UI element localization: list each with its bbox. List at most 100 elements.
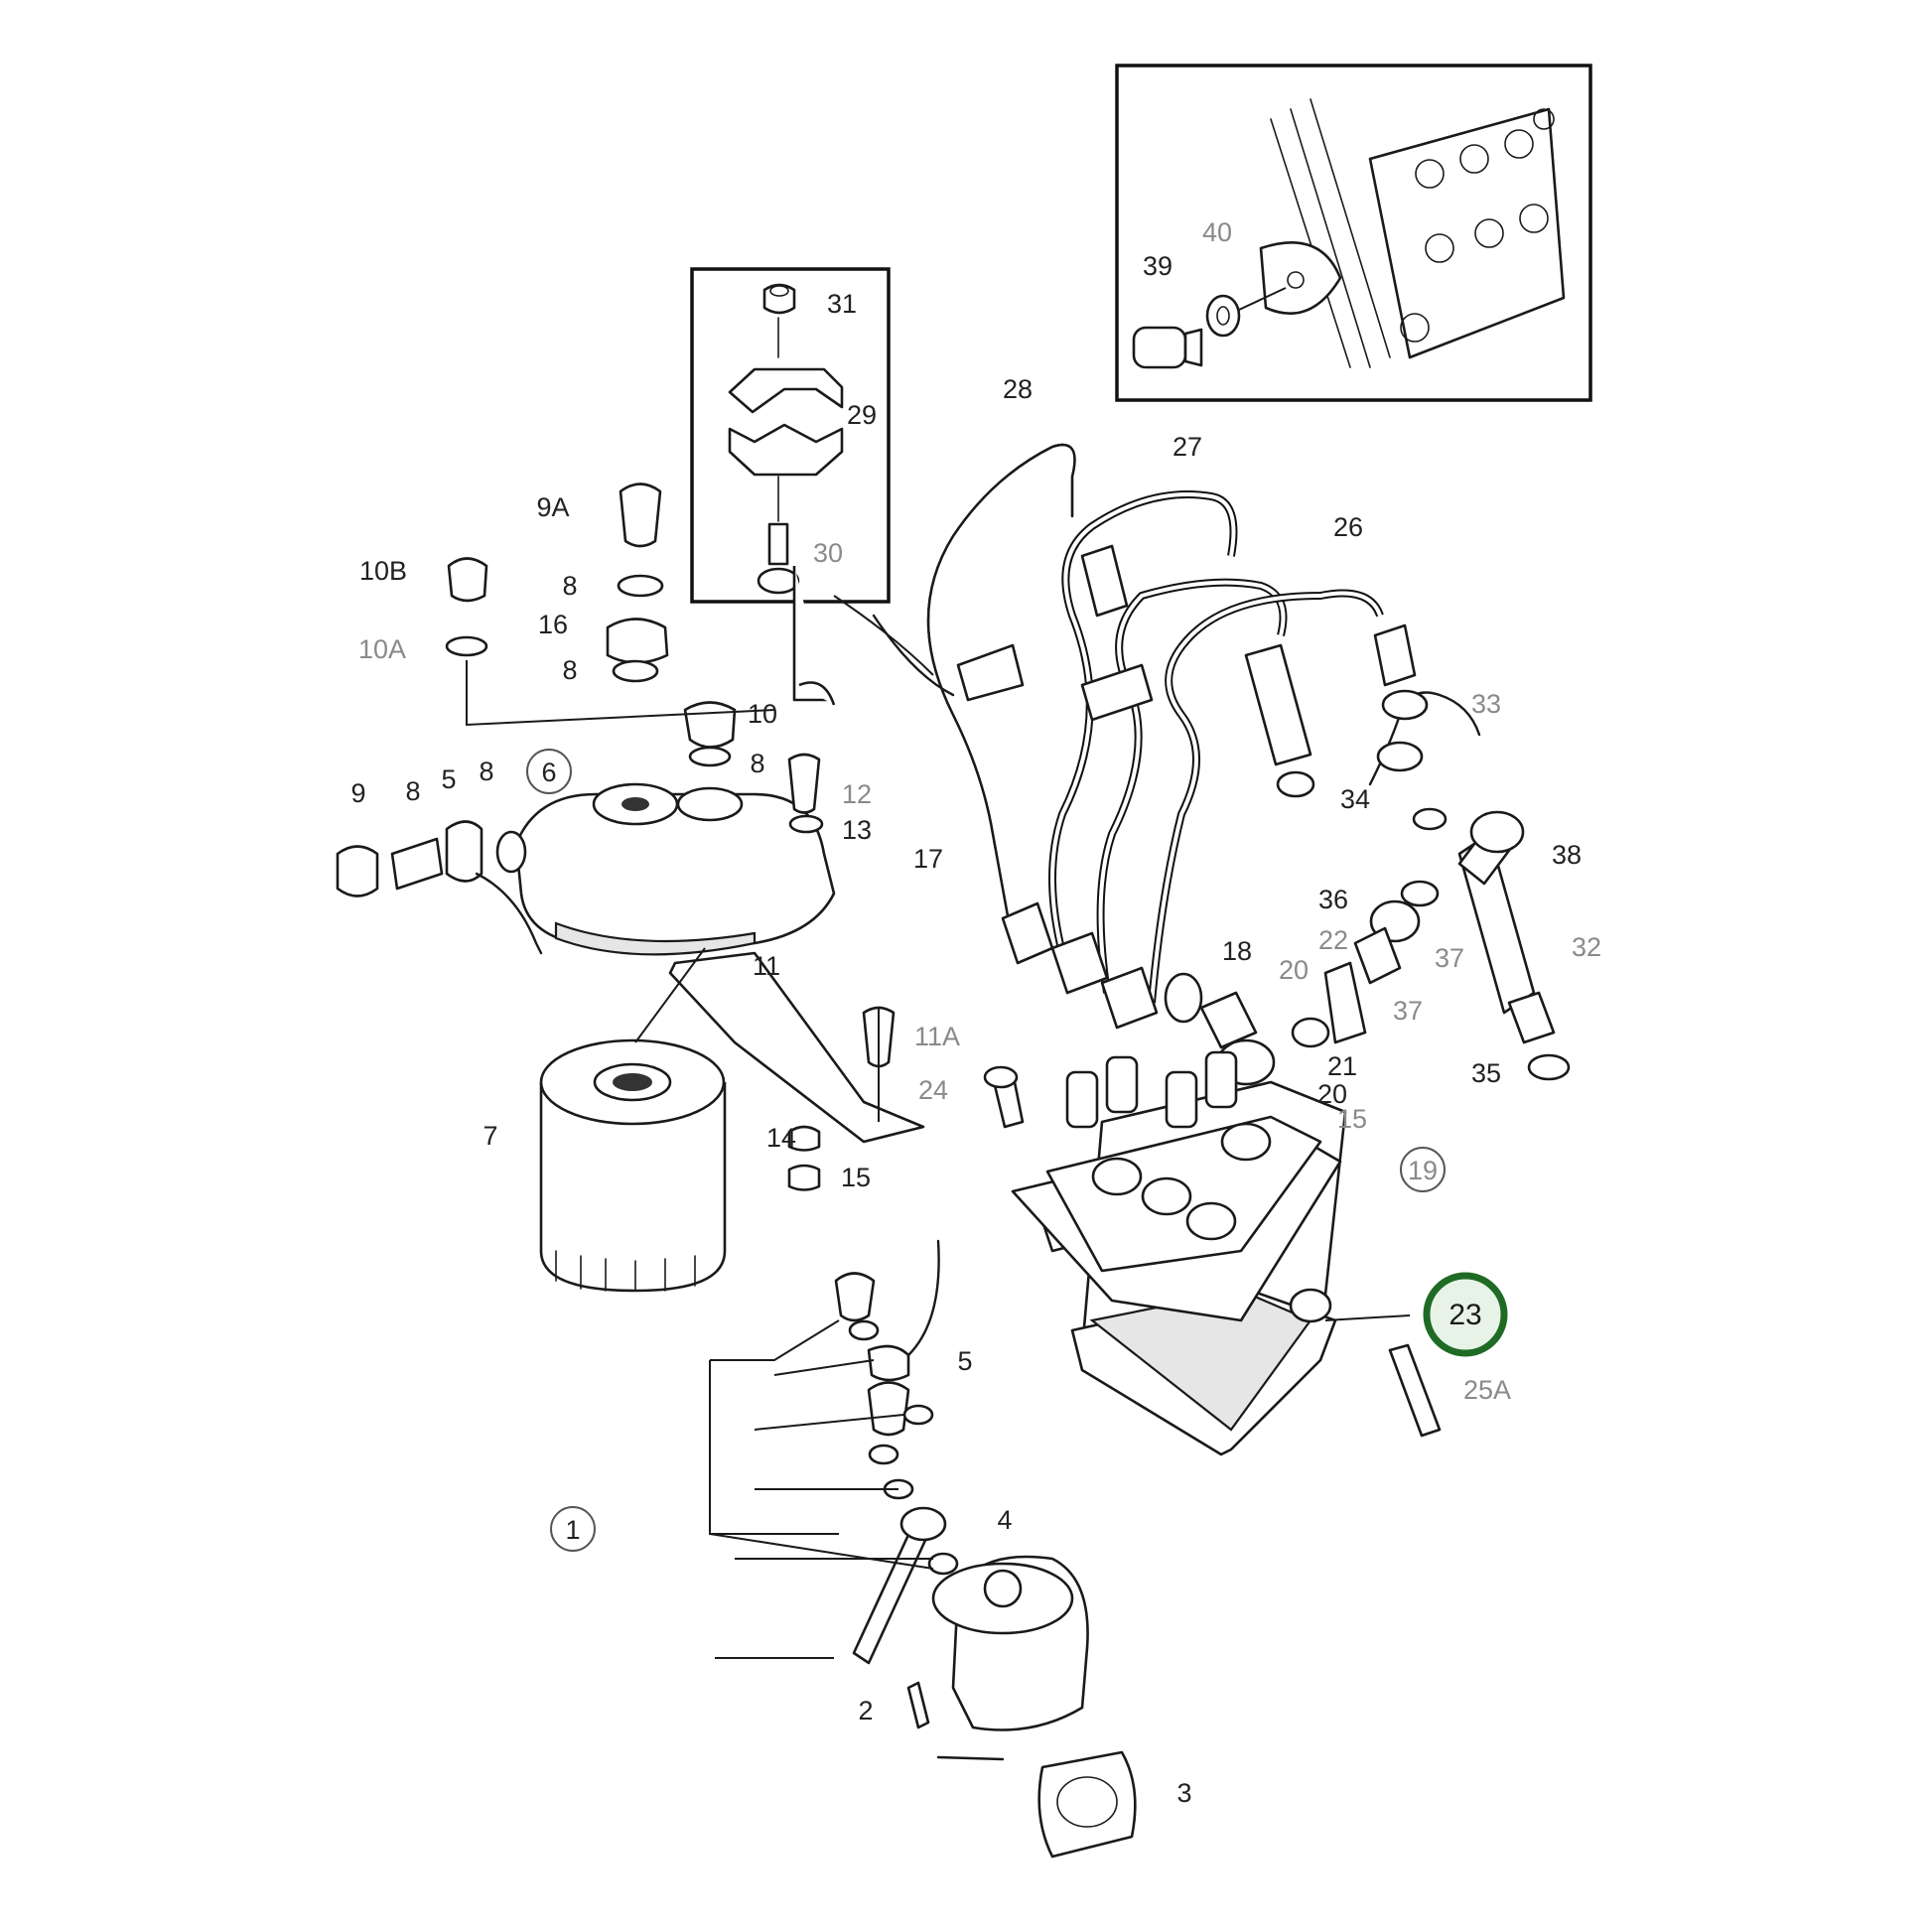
part-label-8b: 8 [562,655,577,685]
label-circle [526,749,572,794]
injectors [1080,544,1571,1081]
part-number: 37 [1393,996,1423,1026]
part-label-9A: 9A [536,492,569,522]
part-number: 4 [997,1505,1012,1535]
part-label-20b: 20 [1317,1079,1347,1109]
part-label-8d: 8 [405,776,420,806]
part-label-29: 29 [847,400,877,430]
inset-drain-plug [1115,64,1592,402]
part-number: 11 [753,951,780,981]
part-label-28: 28 [1003,374,1033,404]
part-label-31: 31 [827,289,857,319]
part-number: 8 [750,749,764,778]
part-label-10A: 10A [358,634,406,664]
part-number: 15 [841,1163,871,1192]
part-label-26: 26 [1333,512,1363,542]
part-label-24: 24 [918,1075,948,1105]
part-number: 3 [1176,1778,1191,1808]
part-label-15a: 15 [841,1163,871,1192]
part-number: 16 [538,610,568,639]
part-number: 24 [918,1075,948,1105]
part-number: 10A [358,634,406,664]
part-number: 40 [1202,217,1232,247]
part-number: 29 [847,400,877,430]
inset-pipe-clamp [690,267,891,604]
part-number: 13 [842,815,872,845]
highlight-ring [1423,1272,1508,1357]
part-number: 8 [562,655,577,685]
filter-head [336,782,836,956]
part-label-13: 13 [842,815,872,845]
part-number: 30 [813,538,843,568]
part-label-5a: 5 [957,1346,972,1376]
part-label-6: 6 [526,749,572,794]
part-number: 38 [1552,840,1582,870]
part-label-11: 11 [753,951,780,981]
bracket-11 [668,951,925,1144]
part-number: 14 [766,1123,796,1153]
stud-25A [1388,1343,1442,1438]
part-label-14: 14 [766,1123,796,1153]
part-label-23: 23 [1423,1272,1508,1357]
pipe-nuts [1001,901,1276,1086]
part-number: 33 [1471,689,1501,719]
part-number: 39 [1143,251,1173,281]
part-label-8c: 8 [750,749,764,778]
part-label-39: 39 [1143,251,1173,281]
part-label-9: 9 [350,778,365,808]
part-label-8a: 8 [562,571,577,601]
part-label-12: 12 [842,779,872,809]
part-number: 1 [565,1515,580,1545]
part-label-4: 4 [997,1505,1012,1535]
part-label-3: 3 [1176,1778,1191,1808]
part-label-5b: 5 [441,764,456,794]
part-number: 9 [350,778,365,808]
label-circle [1400,1147,1446,1192]
part-label-33: 33 [1471,689,1501,719]
part-number: 20 [1279,955,1309,985]
part-number: 22 [1318,925,1348,955]
part-label-34: 34 [1340,784,1370,814]
part-number: 7 [483,1121,497,1151]
part-label-19: 19 [1400,1147,1446,1192]
part-label-37b: 37 [1393,996,1423,1026]
part-label-25A: 25A [1463,1375,1511,1405]
part-number: 8 [405,776,420,806]
part-label-32: 32 [1572,932,1601,962]
part-number: 10 [748,699,777,729]
part-number: 26 [1333,512,1363,542]
part-number: 37 [1435,943,1464,973]
feed-pump [834,1239,1137,1859]
fuel-filter [539,1038,727,1293]
part-number: 6 [541,758,556,787]
part-number: 27 [1173,432,1202,462]
part-label-27: 27 [1173,432,1202,462]
part-label-20a: 20 [1279,955,1309,985]
part-label-10: 10 [748,699,777,729]
part-number: 21 [1327,1051,1357,1081]
part-label-35: 35 [1471,1058,1501,1088]
part-number: 19 [1408,1156,1438,1185]
part-number: 5 [957,1346,972,1376]
part-label-8e: 8 [479,757,493,786]
part-number: 31 [827,289,857,319]
part-number: 12 [842,779,872,809]
part-label-1: 1 [550,1506,596,1552]
part-label-16: 16 [538,610,568,639]
part-label-15b: 15 [1337,1104,1367,1134]
part-label-18: 18 [1222,936,1252,966]
part-number: 15 [1337,1104,1367,1134]
part-number: 2 [858,1696,873,1725]
part-number: 36 [1318,885,1348,914]
part-number: 35 [1471,1058,1501,1088]
part-number: 17 [913,844,943,874]
label-circle [550,1506,596,1552]
part-label-38: 38 [1552,840,1582,870]
part-number: 11A [914,1022,960,1051]
part-label-36: 36 [1318,885,1348,914]
part-label-7: 7 [483,1121,497,1151]
part-number: 10B [359,556,407,586]
part-label-17: 17 [913,844,943,874]
